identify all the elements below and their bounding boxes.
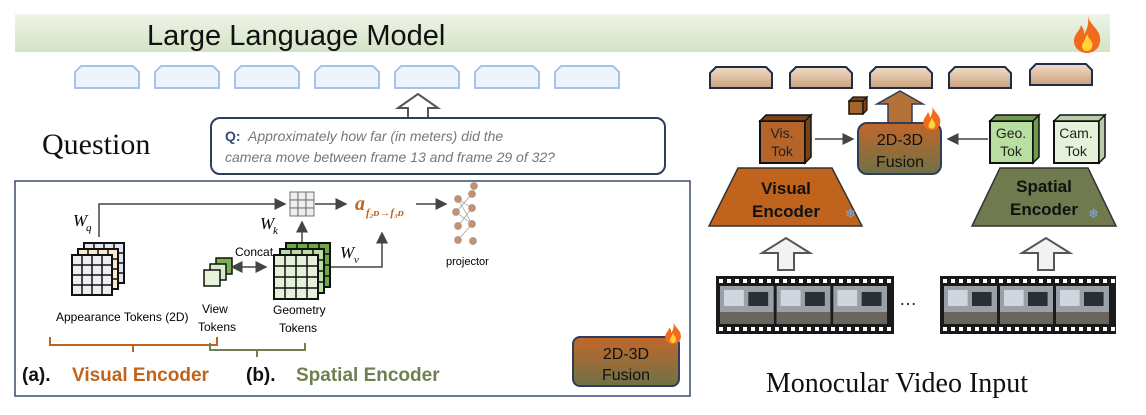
geo-tok-line-1: Geo. [996,125,1026,141]
spatial-encoder-line-2: Encoder [1010,200,1078,219]
token [234,65,300,89]
fusion-line-1: 2D-3D [877,132,923,149]
appearance-tokens-label: Appearance Tokens (2D) [56,310,189,324]
cube-icon [847,95,869,116]
video-frames [716,276,1116,334]
view-tokens-label-2: Tokens [198,320,236,334]
geo-tok-line-2: Tok [1000,143,1023,159]
fusion-badge-line-1: 2D-3D [603,346,649,363]
ellipsis: … [899,289,917,309]
wk-label: W [260,214,276,233]
token [948,66,1012,89]
label-a-prefix: (a). [22,365,51,386]
token [74,65,140,89]
visual-encoder-line-1: Visual [761,179,811,198]
vis-tok-line-1: Vis. [770,125,793,141]
spatial-encoder-line-1: Spatial [1016,177,1072,196]
wq-label: W [73,211,89,230]
wq-subscript: q [86,222,92,234]
fire-icon [923,106,941,131]
token [709,66,773,89]
cam-tok-line-2: Tok [1065,143,1088,159]
token [789,66,853,89]
visual-token-cube: Vis. Tok [758,113,813,165]
fusion-line-2: Fusion [876,154,924,171]
geometry-tokens-label-2: Tokens [279,321,317,335]
visual-encoder-block: Visual Encoder ❄ [707,167,864,227]
camera-token-cube: Cam. Tok [1052,113,1107,165]
film-strip [940,276,1116,334]
video-input-label: Monocular Video Input [766,368,1028,399]
question-box: Q: Approximately how far (in meters) did… [210,117,666,175]
attention-matrix [289,191,315,217]
spatial-encoder-block: Spatial Encoder ❄ [970,167,1118,227]
label-visual-encoder: Visual Encoder [72,365,210,386]
fusion-badge: 2D-3D Fusion [572,322,681,387]
token [474,65,540,89]
fusion-module: 2D-3D Fusion [857,106,942,175]
projector-icon [452,182,478,245]
llm-title: Large Language Model [147,20,445,52]
attention-subscript: f₂ᴅ→f₃ᴅ [366,207,404,219]
token [314,65,380,89]
token [554,65,620,89]
token [154,65,220,89]
question-line-1: Approximately how far (in meters) did th… [247,128,503,144]
snowflake-icon: ❄ [1088,206,1099,221]
geometry-tokens-icon [273,242,331,300]
appearance-tokens-icon [71,242,125,296]
view-tokens-label-1: View [202,302,228,316]
up-arrow-icon [758,236,814,271]
label-spatial-encoder: Spatial Encoder [296,365,440,386]
projector-label: projector [446,256,489,268]
up-arrow-icon [874,90,926,124]
view-tokens-icon [203,257,233,287]
snowflake-icon: ❄ [845,206,856,221]
q-prefix: Q: [225,128,241,144]
question-line-2: camera move between frame 13 and frame 2… [225,149,555,165]
fire-icon [665,322,681,345]
up-arrow-icon [1018,236,1074,271]
cam-tok-line-1: Cam. [1059,125,1092,141]
llm-input-tokens [74,65,620,89]
pipeline-panel: Vis. Tok 2D-3D Fusion Geo. Tok Cam. Tok [707,63,1118,399]
geometry-token-cube: Geo. Tok [988,113,1041,165]
llm-banner: Large Language Model [15,14,1110,53]
fusion-detail-panel: W q a f₂ᴅ→f₃ᴅ W k W v Concat Appearance … [14,180,691,397]
attention-symbol: a [355,193,365,215]
fusion-badge-line-2: Fusion [602,367,650,384]
fire-icon [1074,16,1101,53]
token [394,65,460,89]
wv-subscript: v [354,254,359,266]
vis-tok-line-2: Tok [771,143,794,159]
geometry-tokens-label-1: Geometry [273,303,326,317]
wv-label: W [340,243,356,262]
token [1029,63,1093,86]
llm-output-tokens [709,63,1093,89]
question-label: Question [42,128,150,161]
film-strip [716,276,894,334]
token [869,66,933,89]
concat-label: Concat [235,245,274,259]
visual-encoder-line-2: Encoder [752,202,820,221]
label-b-prefix: (b). [246,365,276,386]
wk-subscript: k [273,225,279,237]
